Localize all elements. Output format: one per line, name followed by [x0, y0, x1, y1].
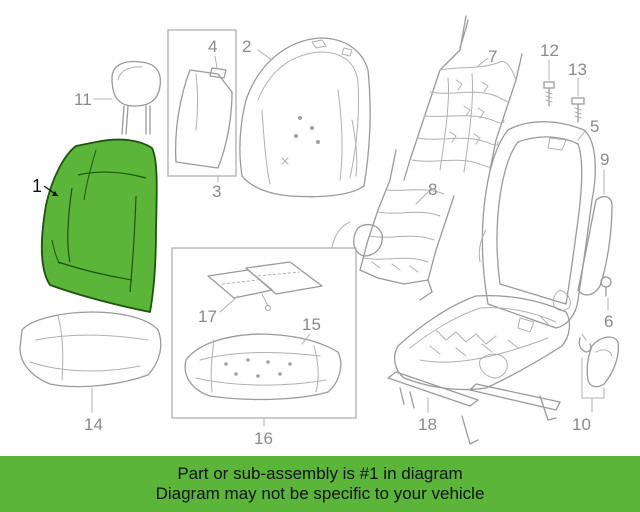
part-4-pad[interactable]	[209, 67, 227, 79]
callout-4: 4	[208, 37, 217, 56]
callout-10: 10	[572, 415, 591, 434]
banner-line-1: Part or sub-assembly is #1 in diagram	[177, 464, 463, 483]
part-headrest[interactable]	[111, 60, 162, 135]
part-back-panel[interactable]	[174, 69, 233, 169]
part-18-seat-track[interactable]	[387, 294, 571, 445]
part-13-bolt[interactable]	[571, 97, 585, 123]
group-box-3	[167, 29, 237, 177]
callout-17: 17	[198, 307, 217, 326]
part-10-side-shield[interactable]	[578, 333, 620, 388]
parts-diagram: 11 1 14 4 3	[19, 15, 620, 448]
callout-16: 16	[254, 429, 273, 448]
part-seat-back-pad[interactable]	[239, 37, 371, 198]
callout-6: 6	[604, 312, 613, 331]
callout-15: 15	[302, 315, 321, 334]
banner-line-2: Diagram may not be specific to your vehi…	[155, 484, 485, 503]
callout-2: 2	[242, 37, 251, 56]
callout-1: 1	[32, 176, 42, 196]
part-seat-cushion-cover[interactable]	[19, 311, 162, 388]
part-8-lumbar-assembly[interactable]	[331, 149, 455, 301]
callout-11: 11	[74, 90, 92, 109]
part-seat-back-spring-mat[interactable]	[403, 15, 523, 181]
part-9-side-trim[interactable]	[577, 195, 613, 296]
callout-9: 9	[600, 150, 609, 169]
callout-18: 18	[418, 415, 437, 434]
callout-14: 14	[84, 415, 103, 434]
callout-7: 7	[488, 47, 497, 66]
info-banner: Part or sub-assembly is #1 in diagram Di…	[0, 456, 640, 512]
callout-5: 5	[590, 117, 599, 136]
part-1-seat-back-cover[interactable]	[41, 138, 158, 313]
part-6-screw[interactable]	[600, 276, 612, 297]
part-12-bolt[interactable]	[543, 81, 555, 107]
part-seat-back-frame[interactable]	[478, 121, 596, 329]
part-15-cushion-pad[interactable]	[184, 333, 342, 401]
callout-3: 3	[212, 182, 221, 201]
callout-12: 12	[540, 41, 559, 60]
part-17-heater-pads[interactable]	[207, 261, 323, 311]
callout-13: 13	[568, 60, 587, 79]
callout-8: 8	[428, 180, 437, 199]
